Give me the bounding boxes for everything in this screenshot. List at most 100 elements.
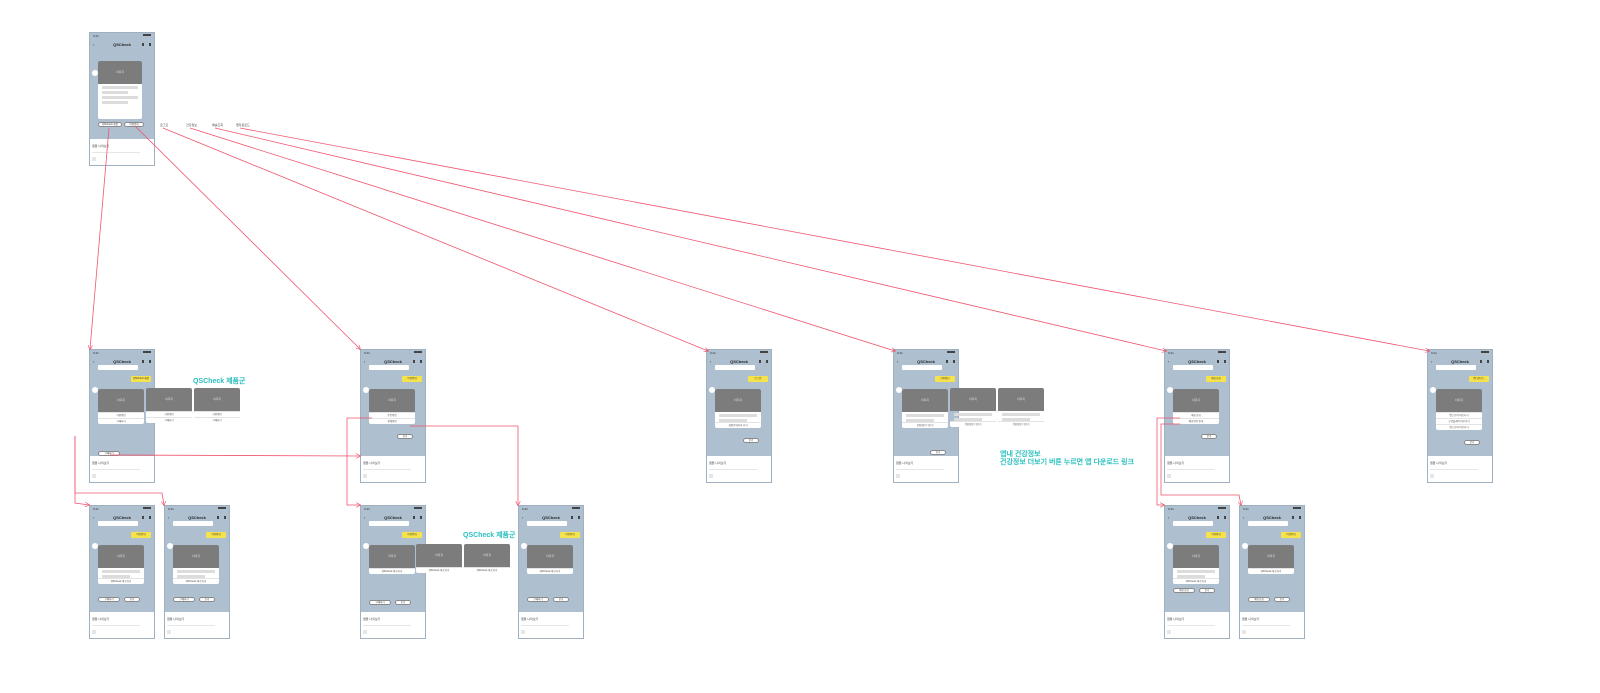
action-button[interactable]: 구매하기 xyxy=(173,597,195,602)
menu-icon[interactable] xyxy=(142,360,151,363)
menu-badge[interactable]: 이용안내 xyxy=(1281,532,1301,538)
action-button[interactable]: 닫기 xyxy=(395,600,411,605)
menu-badge[interactable]: 로그인 xyxy=(748,376,768,382)
search-input[interactable] xyxy=(902,365,942,370)
option-item[interactable]: 건강정보 더보기 xyxy=(998,421,1044,427)
search-input[interactable] xyxy=(1173,365,1213,370)
search-input[interactable] xyxy=(98,521,138,526)
option-item[interactable]: QSCheck 바로가기 xyxy=(464,567,510,573)
action-button[interactable]: 구매하기 xyxy=(527,597,549,602)
action-button[interactable]: QSCheck 제품 xyxy=(98,122,122,127)
back-icon[interactable]: ‹ xyxy=(93,359,95,364)
back-icon[interactable]: ‹ xyxy=(1243,515,1245,520)
option-item[interactable]: 구글플레이 바로가기 xyxy=(1436,418,1482,424)
option-item[interactable]: 사용방법 xyxy=(146,411,192,417)
menu-badge[interactable]: 건강정보 xyxy=(935,376,955,382)
back-icon[interactable]: ‹ xyxy=(897,359,899,364)
close-button[interactable]: 닫기 xyxy=(930,450,946,455)
action-button[interactable]: 닫기 xyxy=(553,597,569,602)
menu-icon[interactable] xyxy=(1217,360,1226,363)
menu-icon[interactable] xyxy=(413,516,422,519)
menu-link[interactable]: 건강정보 xyxy=(186,123,198,127)
option-item[interactable]: 사용방법 xyxy=(194,411,240,417)
menu-icon[interactable] xyxy=(571,516,580,519)
search-input[interactable] xyxy=(1436,365,1476,370)
action-button[interactable]: 구매하기 xyxy=(369,600,391,605)
menu-icon[interactable] xyxy=(1480,360,1489,363)
search-input[interactable] xyxy=(369,365,409,370)
menu-badge[interactable]: 이용안내 xyxy=(402,376,422,382)
search-input[interactable] xyxy=(173,521,213,526)
menu-icon[interactable] xyxy=(946,360,955,363)
menu-link[interactable]: 앱다운로드 xyxy=(236,123,250,127)
menu-badge[interactable]: 앱다운로드 xyxy=(1469,376,1489,382)
menu-icon[interactable] xyxy=(217,516,226,519)
search-input[interactable] xyxy=(98,365,138,370)
option-item[interactable]: QSCheck 바로가기 xyxy=(173,578,219,584)
option-item[interactable]: QSCheck 바로가기 xyxy=(527,568,573,574)
action-button[interactable]: 구매하기 xyxy=(98,451,120,456)
close-button[interactable]: 닫기 xyxy=(743,438,759,443)
action-button[interactable]: 닫기 xyxy=(124,597,140,602)
action-button[interactable]: 닫기 xyxy=(1199,588,1215,593)
option-item[interactable]: 앱스토어 바로가기 xyxy=(1436,412,1482,418)
menu-icon[interactable] xyxy=(142,516,151,519)
menu-badge[interactable]: 이용안내 xyxy=(560,532,580,538)
back-icon[interactable]: ‹ xyxy=(1168,359,1170,364)
search-input[interactable] xyxy=(715,365,755,370)
action-button[interactable]: 배송조회 xyxy=(1248,597,1270,602)
action-button[interactable]: 닫기 xyxy=(199,597,215,602)
close-button[interactable]: 닫기 xyxy=(1201,434,1217,439)
option-item[interactable]: 건강정보 더보기 xyxy=(902,422,948,428)
back-icon[interactable]: ‹ xyxy=(93,515,95,520)
close-button[interactable]: 닫기 xyxy=(1464,440,1480,445)
menu-badge[interactable]: 배송조회 xyxy=(1206,376,1226,382)
search-input[interactable] xyxy=(527,521,567,526)
option-item[interactable]: QSCheck 바로가기 xyxy=(1173,578,1219,584)
back-icon[interactable]: ‹ xyxy=(168,515,170,520)
back-icon[interactable]: ‹ xyxy=(1168,515,1170,520)
menu-icon[interactable] xyxy=(759,360,768,363)
menu-icon[interactable] xyxy=(142,43,151,46)
menu-icon[interactable] xyxy=(1292,516,1301,519)
menu-icon[interactable] xyxy=(1217,516,1226,519)
search-input[interactable] xyxy=(1173,521,1213,526)
action-button[interactable]: 구매하기 xyxy=(98,597,120,602)
option-item[interactable]: 주문방법 xyxy=(369,412,415,418)
search-input[interactable] xyxy=(1248,521,1288,526)
option-item[interactable]: 사용방법 xyxy=(98,412,144,418)
back-icon[interactable]: ‹ xyxy=(93,42,95,47)
back-icon[interactable]: ‹ xyxy=(364,359,366,364)
back-icon[interactable]: ‹ xyxy=(1431,359,1433,364)
option-item[interactable]: 구매하기 xyxy=(98,418,144,424)
search-input[interactable] xyxy=(369,521,409,526)
menu-badge[interactable]: 이용안내 xyxy=(206,532,226,538)
back-icon[interactable]: ‹ xyxy=(710,359,712,364)
option-item[interactable]: 원스토어 바로가기 xyxy=(1436,424,1482,430)
option-item[interactable]: QSCheck 바로가기 xyxy=(98,578,144,584)
option-item[interactable]: 구매하기 xyxy=(146,417,192,423)
menu-badge[interactable]: 이용안내 xyxy=(402,532,422,538)
action-button[interactable]: 배송조회 xyxy=(1173,588,1195,593)
menu-link[interactable]: 로그인 xyxy=(160,123,169,127)
menu-badge[interactable]: 이용안내 xyxy=(1206,532,1226,538)
option-item[interactable]: QSCheck 바로가기 xyxy=(416,567,462,573)
option-item[interactable]: 구매하기 xyxy=(194,417,240,423)
action-button[interactable]: 닫기 xyxy=(1274,597,1290,602)
option-item[interactable]: 배송조회 xyxy=(1173,412,1219,418)
close-button[interactable]: 닫기 xyxy=(397,434,413,439)
option-item[interactable]: QSCheck 바로가기 xyxy=(369,568,415,574)
menu-link[interactable]: 배송조회 xyxy=(212,123,224,127)
back-icon[interactable]: ‹ xyxy=(522,515,524,520)
option-item[interactable]: QSCheck 바로가기 xyxy=(1248,568,1294,574)
back-icon[interactable]: ‹ xyxy=(364,515,366,520)
option-item[interactable]: 결제방법 xyxy=(369,418,415,424)
menu-icon[interactable] xyxy=(413,360,422,363)
menu-badge[interactable]: 이용안내 xyxy=(131,532,151,538)
option-item[interactable]: 회원가입하러 가기 xyxy=(715,422,761,428)
menu-badge[interactable]: QSCheck 제품 xyxy=(131,376,151,382)
action-button[interactable]: 이용안내 xyxy=(124,122,144,127)
option-item[interactable]: 배송완료 안내 xyxy=(1173,418,1219,424)
option-item[interactable]: 건강정보 더보기 xyxy=(950,421,996,427)
